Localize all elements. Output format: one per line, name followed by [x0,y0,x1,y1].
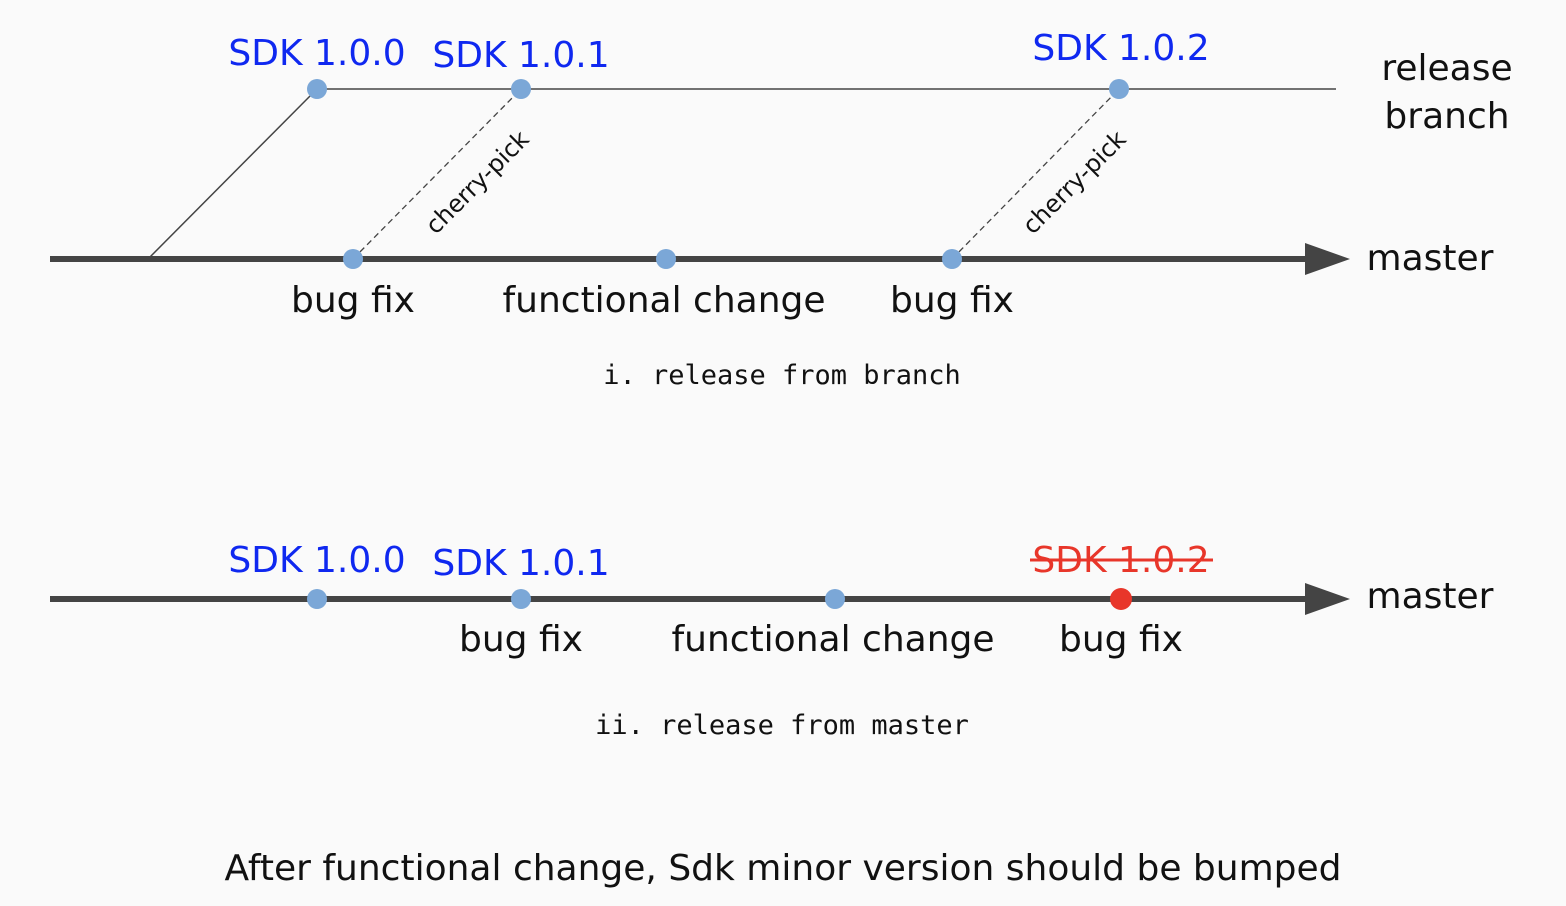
commit-label: functional change [502,280,825,321]
version-label: SDK 1.0.2 [1032,28,1209,69]
commit-label: bug fix [1059,619,1183,660]
cherry-pick-label: cherry-pick [420,125,535,240]
master-arrow-icon [1305,583,1350,615]
release-branch-label: release [1381,48,1512,89]
commit-dot [942,249,962,269]
version-label: SDK 1.0.0 [228,540,405,581]
caption: ii. release from master [595,710,969,741]
footer-note: After functional change, Sdk minor versi… [224,848,1341,889]
version-label: SDK 1.0.1 [432,35,609,76]
commit-dot [656,249,676,269]
caption: i. release from branch [603,360,961,391]
commit-dot [511,589,531,609]
branch-off-line [147,88,318,260]
diagram-release-from-branch: SDK 1.0.0 SDK 1.0.1 SDK 1.0.2 release br… [50,28,1513,391]
master-label: master [1367,576,1494,617]
release-dot [1109,79,1129,99]
invalid-commit-dot [1110,588,1132,610]
release-branch-label: branch [1384,96,1509,137]
release-dot [511,79,531,99]
commit-label: functional change [671,619,994,660]
commit-dot [343,249,363,269]
commit-label: bug fix [890,280,1014,321]
diagram-release-from-master: SDK 1.0.0 SDK 1.0.1 SDK 1.0.2 master bug… [50,540,1494,741]
version-label: SDK 1.0.0 [228,33,405,74]
commit-label: bug fix [459,619,583,660]
cherry-pick-label: cherry-pick [1017,125,1132,240]
master-label: master [1367,238,1494,279]
commit-dot [825,589,845,609]
release-dot [307,79,327,99]
version-label: SDK 1.0.1 [432,543,609,584]
commit-label: bug fix [291,280,415,321]
commit-dot [307,589,327,609]
master-arrow-icon [1305,243,1350,275]
